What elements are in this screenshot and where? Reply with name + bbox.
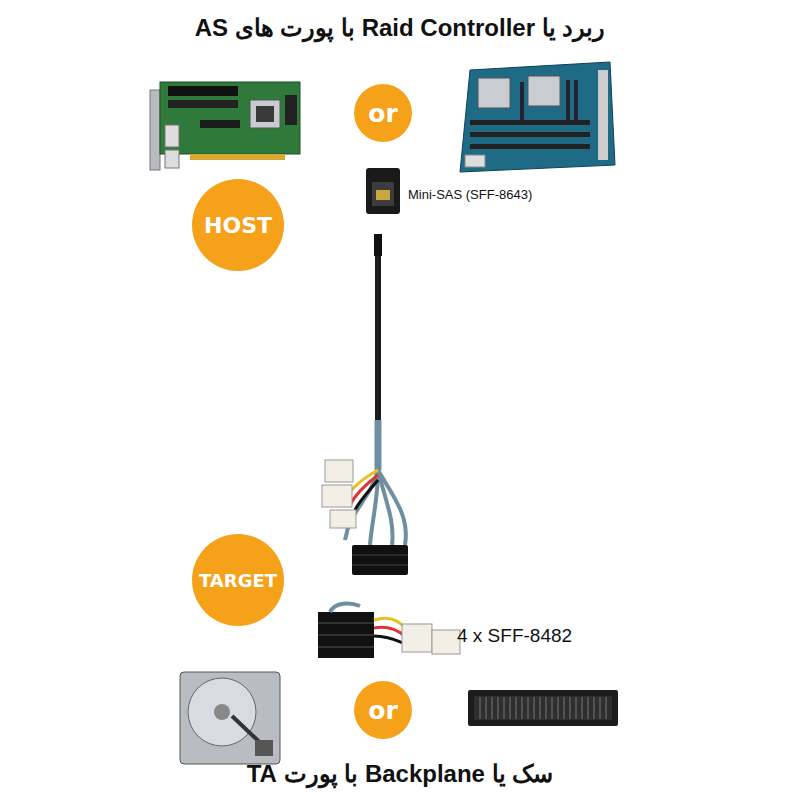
- node-text: HOST: [204, 213, 272, 238]
- circle-fill: [354, 84, 412, 142]
- circle-fill: [354, 681, 412, 739]
- node-text-wrap: or: [354, 84, 412, 142]
- hard-disk: [180, 672, 280, 764]
- mini-sas-connector: [366, 168, 400, 214]
- raid-card: [150, 82, 300, 170]
- node-text: or: [368, 99, 398, 128]
- circle-fill: [192, 179, 284, 271]
- motherboard: [460, 62, 615, 172]
- orange-circle: or: [354, 84, 412, 142]
- orange-circle: TARGET: [192, 534, 284, 626]
- node-text-wrap: or: [354, 681, 412, 739]
- diagram-title: ربرد یا Raid Controller با پورت های AS: [0, 14, 800, 42]
- breakout-cable: [322, 234, 408, 575]
- node-text-wrap: TARGET: [192, 534, 284, 626]
- node-text: or: [368, 696, 398, 725]
- circle-fill: [192, 534, 284, 626]
- sff-8482-connectors: [318, 604, 460, 658]
- node-text: TARGET: [199, 570, 277, 591]
- diagram-caption: سک یا Backplane با پورت TA: [0, 760, 800, 788]
- connector-label: 4 x SFF-8482: [457, 625, 572, 647]
- node-text-wrap: HOST: [192, 179, 284, 271]
- backplane-chassis: [468, 690, 618, 726]
- connector-label: Mini-SAS (SFF-8643): [408, 187, 532, 202]
- orange-circle: HOST: [192, 179, 284, 271]
- orange-circle: or: [354, 681, 412, 739]
